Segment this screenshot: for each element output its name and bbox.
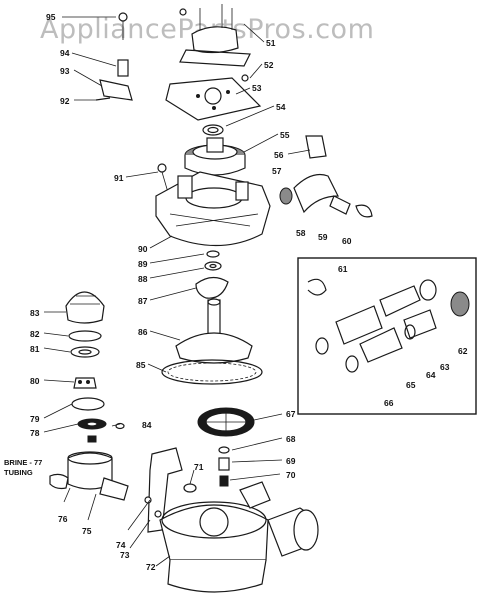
small-parts-left	[144, 483, 197, 518]
callout-60: 60	[342, 236, 352, 246]
drain-fitting-part	[279, 135, 373, 218]
brine-screen-parts	[71, 397, 125, 443]
callout-61-inset: 61	[338, 264, 348, 274]
callout-58: 58	[296, 228, 306, 238]
bearing-ring-part	[202, 124, 224, 136]
callout-68: 68	[286, 434, 296, 444]
callout-81: 81	[30, 344, 40, 354]
callout-65-inset: 65	[406, 380, 416, 390]
callout-91: 91	[114, 173, 124, 183]
washer-parts-center	[204, 250, 222, 271]
upper-housing-part	[155, 171, 271, 247]
callout-87: 87	[138, 296, 148, 306]
callout-94: 94	[60, 48, 70, 58]
callout-59: 59	[318, 232, 328, 242]
callout-84: 84	[142, 420, 152, 430]
callout-77-brine-tubing: BRINE - 77 TUBING	[4, 458, 43, 477]
seal-ring-part	[161, 359, 263, 385]
piston-assembly-part	[175, 298, 253, 364]
detail-inset-box	[297, 257, 477, 415]
callout-63: 63	[440, 362, 450, 372]
callout-71: 71	[194, 462, 204, 472]
callout-74: 74	[116, 540, 126, 550]
callout-93: 93	[60, 66, 70, 76]
callout-62: 62	[458, 346, 468, 356]
spring-parts	[218, 446, 230, 487]
callout-51: 51	[266, 38, 276, 48]
callout-90: 90	[138, 244, 148, 254]
callout-64: 64	[426, 370, 436, 380]
callout-56: 56	[274, 150, 284, 160]
callout-67: 67	[286, 409, 296, 419]
gear-part	[184, 137, 246, 176]
switch-part	[95, 59, 133, 101]
brine-valve-cap-part	[65, 291, 105, 324]
callout-95: 95	[46, 12, 56, 22]
callout-82: 82	[30, 329, 40, 339]
callout-54: 54	[276, 102, 286, 112]
callout-78: 78	[30, 428, 40, 438]
gasket-part	[195, 276, 229, 299]
callout-89: 89	[138, 259, 148, 269]
callout-69: 69	[286, 456, 296, 466]
callout-76: 76	[58, 514, 68, 524]
brine-valve-body-part	[49, 451, 129, 501]
callout-75: 75	[82, 526, 92, 536]
callout-79: 79	[30, 414, 40, 424]
cover-plate-part	[165, 77, 262, 121]
callout-57: 57	[272, 166, 282, 176]
screw-parts-top	[118, 8, 249, 82]
brine-valve-washers	[68, 330, 102, 358]
callout-66: 66	[384, 398, 394, 408]
callout-83: 83	[30, 308, 40, 318]
disc-part	[197, 407, 255, 437]
callout-55: 55	[280, 130, 290, 140]
callout-73: 73	[120, 550, 130, 560]
callout-85: 85	[136, 360, 146, 370]
callout-72: 72	[146, 562, 156, 572]
callout-86: 86	[138, 327, 148, 337]
leader-lines	[43, 16, 311, 567]
callout-88: 88	[138, 274, 148, 284]
timer-motor-part	[179, 4, 251, 67]
callout-92: 92	[60, 96, 70, 106]
callout-80: 80	[30, 376, 40, 386]
brine-flow-control-part	[73, 377, 97, 389]
valve-body-part	[159, 481, 319, 593]
callout-70: 70	[286, 470, 296, 480]
callout-53: 53	[252, 83, 262, 93]
callout-52: 52	[264, 60, 274, 70]
